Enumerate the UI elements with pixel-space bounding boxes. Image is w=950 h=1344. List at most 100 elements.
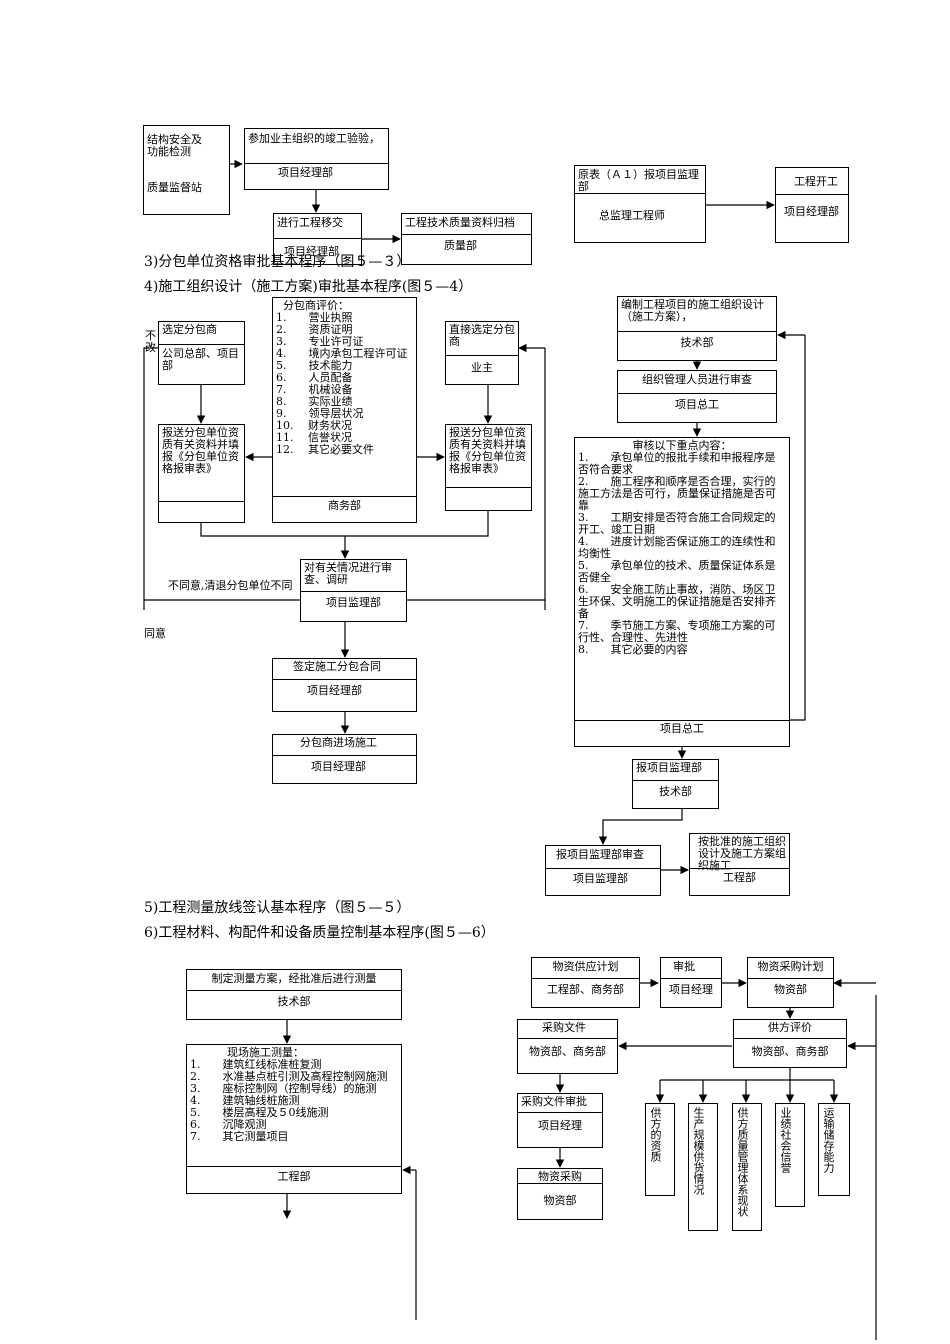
box-dept: 物资部 — [543, 1194, 577, 1207]
reject-label: 不同意,清退分包单位不同 — [168, 579, 293, 592]
keypoints-list: 1. 承包单位的报批手续和申报程序是否符合要求 2. 施工程序和顺序是否合理，实… — [578, 451, 776, 656]
box-dept: 工程部、商务部 — [547, 983, 624, 996]
no-change-label: 不 改 — [145, 329, 156, 354]
box-dept: 商务部 — [328, 499, 361, 512]
review-keypoints-box: 审核以下重点内容： 1. 承包单位的报批手续和申报程序是否符合要求 2. 施工程… — [574, 437, 790, 747]
box-title: 报送分包单位资质有关资料并填报《分包单位资格报审表》 — [449, 426, 526, 475]
box-title: 结构安全及 功能检测 — [147, 133, 202, 158]
quality-station-box: 结构安全及 功能检测 质量监督站 — [143, 125, 230, 215]
project-start-box: 工程开工 项目经理部 — [775, 167, 849, 243]
criteria-logistics-box: 运输储存能力 — [818, 1103, 850, 1196]
box-title: 参加业主组织的竣工验验， — [248, 132, 380, 145]
box-dept: 项目经理 — [538, 1119, 582, 1132]
organize-review-box: 组织管理人员进行审查 项目总工 — [617, 370, 777, 423]
box-title: 工程开工 — [794, 175, 838, 188]
supply-plan-box: 物资供应计划 工程部、商务部 — [531, 957, 640, 1008]
compile-construction-plan-box: 编制工程项目的施工组织设计（施工方案）， 技术部 — [617, 296, 777, 361]
a1-report-box: 原表（Ａ１）报项目监理部 总监理工程师 — [574, 165, 706, 243]
box-dept: 项目经理部 — [278, 166, 333, 179]
criteria-reputation-box: 业绩社会信誉 — [775, 1103, 805, 1207]
submit-qualification-left-box: 报送分包单位资质有关资料并填报《分包单位资格报审表》 — [158, 424, 245, 523]
subcontractor-evaluation-box: 分包商评价： 1. 营业执照 2. 资质证明 3. 专业许可证 4. 境内承包工… — [272, 297, 417, 523]
box-dept: 物资部、商务部 — [529, 1045, 606, 1058]
site-survey-items: 1. 建筑红线标准桩复测 2. 水准基点桩引测及高程控制网施测 3. 座标控制网… — [190, 1058, 388, 1143]
box-dept: 技术部 — [680, 336, 714, 349]
box-dept: 项目监理部 — [326, 596, 381, 609]
box-title: 采购文件审批 — [521, 1095, 587, 1108]
box-title: 物资供应计划 — [552, 960, 619, 973]
sign-contract-box: 签定施工分包合同 项目经理部 — [272, 658, 417, 712]
box-title: 物资采购计划 — [757, 960, 824, 973]
site-survey-box: 现场施工测量： 1. 建筑红线标准桩复测 2. 水准基点桩引测及高程控制网施测 … — [186, 1044, 402, 1194]
box-title: 按批准的施工组织设计及施工方案组织施工 — [698, 835, 786, 872]
box-dept: 质量监督站 — [147, 181, 202, 194]
evaluation-items: 1. 营业执照 2. 资质证明 3. 专业许可证 4. 境内承包工程许可证 5.… — [276, 311, 408, 456]
heading-fig6: 6)工程材料、构配件和设备质量控制基本程序(图５—6） — [144, 925, 495, 941]
approval-box: 审批 项目经理 — [660, 957, 722, 1008]
box-title: 选定分包商 — [162, 323, 217, 336]
box-title: 报送分包单位资质有关资料并填报《分包单位资格报审表》 — [162, 426, 239, 475]
purchase-plan-box: 物资采购计划 物资部 — [747, 957, 834, 1008]
survey-plan-box: 制定测量方案，经批准后进行测量 技术部 — [186, 969, 402, 1020]
review-investigation-box: 对有关情况进行审查、调研 项目监理部 — [300, 559, 407, 622]
box-dept: 项目监理部 — [573, 872, 628, 885]
box-title: 签定施工分包合同 — [293, 660, 381, 673]
box-title: 物资采购 — [538, 1170, 582, 1183]
box-title: 工程技术质量资料归档 — [405, 216, 515, 229]
box-title: 进行工程移交 — [277, 216, 343, 229]
box-title: 原表（Ａ１）报项目监理部 — [578, 168, 699, 193]
box-dept: 项目经理部 — [307, 684, 362, 697]
criteria-quality-system-box: 供方质量管理体系现状 — [732, 1103, 762, 1231]
box-title: 报项目监理部 — [636, 761, 702, 774]
criteria-text: 运输储存能力 — [822, 1107, 835, 1173]
box-title: 制定测量方案，经批准后进行测量 — [211, 972, 377, 985]
material-purchase-box: 物资采购 物资部 — [517, 1168, 603, 1220]
box-dept: 项目总工 — [660, 722, 704, 735]
box-dept: 技术部 — [659, 785, 692, 798]
box-dept: 业主 — [471, 361, 493, 374]
report-supervision-box: 报项目监理部 技术部 — [632, 759, 719, 809]
owner-direct-select-box: 直接选定分包商 业主 — [445, 321, 519, 385]
box-title: 对有关情况进行审查、调研 — [304, 561, 392, 586]
evaluation-title: 分包商评价： — [283, 299, 349, 312]
box-dept: 项目经理部 — [311, 760, 366, 773]
criteria-text: 供方质量管理体系现状 — [736, 1107, 749, 1217]
box-title: 采购文件 — [542, 1021, 586, 1034]
box-dept: 物资部 — [774, 983, 807, 996]
heading-fig5: 5)工程测量放线签认基本程序（图５—５） — [144, 900, 411, 916]
documents-approval-box: 采购文件审批 项目经理 — [517, 1093, 603, 1148]
purchase-documents-box: 采购文件 物资部、商务部 — [517, 1019, 618, 1074]
subcontractor-enter-box: 分包商进场施工 项目经理部 — [272, 734, 417, 784]
select-subcontractor-box: 选定分包商 公司总部、项目部 — [158, 321, 245, 385]
criteria-qualification-box: 供方的资质 — [645, 1103, 675, 1196]
supervision-review-box: 报项目监理部审查 项目监理部 — [545, 845, 661, 896]
box-title: 编制工程项目的施工组织设计（施工方案）， — [621, 298, 764, 323]
heading-fig4: 4)施工组织设计（施工方案)审批基本程序(图５—4） — [144, 279, 473, 295]
agree-label: 同意 — [144, 627, 166, 640]
heading-fig3: 3)分包单位资格审批基本程序（图５—３） — [144, 254, 411, 270]
keypoints-title: 审核以下重点内容： — [632, 439, 732, 452]
box-dept: 公司总部、项目部 — [162, 347, 239, 372]
box-title: 审批 — [673, 960, 695, 973]
box-title: 分包商进场施工 — [300, 736, 377, 749]
box-dept: 工程部 — [723, 871, 756, 884]
acceptance-box: 参加业主组织的竣工验验， 项目经理部 — [244, 128, 389, 190]
criteria-production-box: 生产规模供货情况 — [688, 1103, 718, 1231]
criteria-text: 业绩社会信誉 — [779, 1107, 792, 1173]
site-survey-title: 现场施工测量： — [227, 1046, 304, 1059]
box-dept: 项目经理部 — [784, 205, 839, 218]
supplier-evaluation-box: 供方评价 物资部、商务部 — [733, 1019, 847, 1068]
box-dept: 工程部 — [277, 1170, 311, 1183]
archive-box: 工程技术质量资料归档 质量部 — [401, 213, 532, 265]
criteria-text: 供方的资质 — [649, 1107, 662, 1162]
implement-approved-plan-box: 按批准的施工组织设计及施工方案组织施工 工程部 — [689, 833, 790, 896]
submit-qualification-right-box: 报送分包单位资质有关资料并填报《分包单位资格报审表》 — [445, 424, 532, 511]
box-title: 直接选定分包商 — [449, 323, 515, 348]
box-dept: 项目经理部 — [284, 245, 339, 258]
handover-box: 进行工程移交 项目经理部 — [273, 213, 362, 265]
box-dept: 项目总工 — [675, 398, 719, 411]
box-title: 报项目监理部审查 — [556, 848, 644, 861]
box-dept: 质量部 — [444, 239, 477, 252]
box-dept: 物资部、商务部 — [751, 1045, 829, 1058]
